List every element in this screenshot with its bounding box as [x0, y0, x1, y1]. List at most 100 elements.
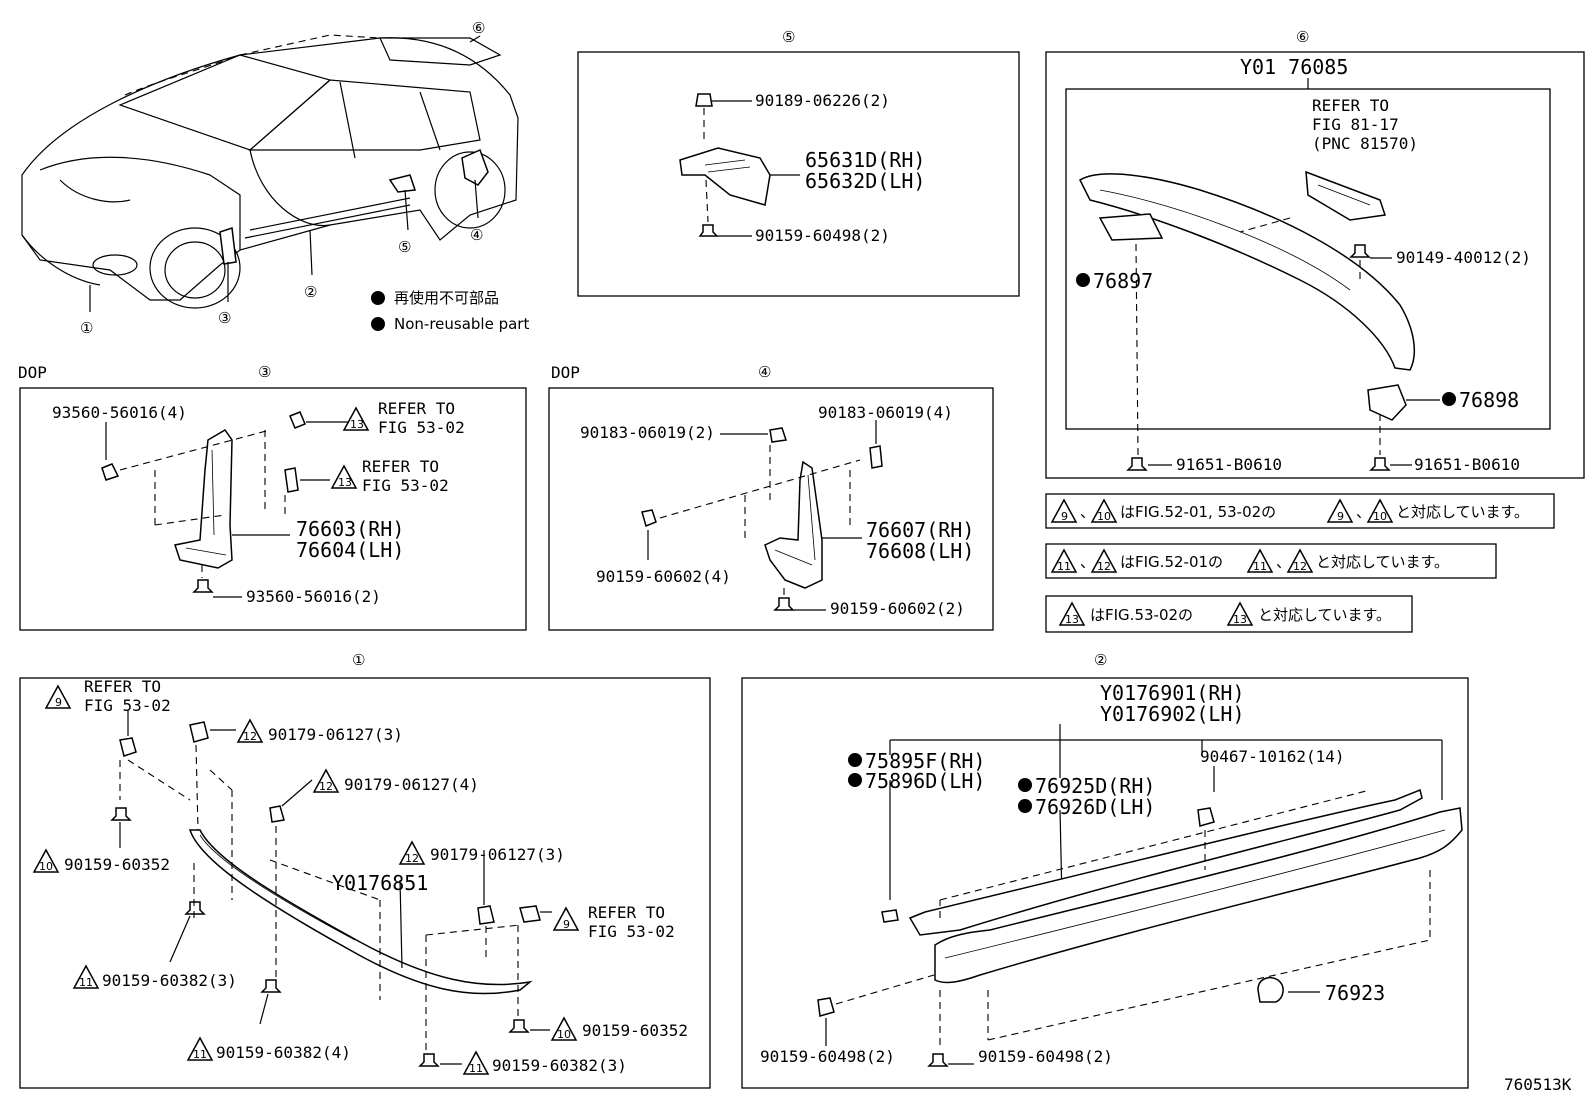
- p1-part-7: 90159-60352: [582, 1021, 688, 1040]
- legend-en: Non-reusable part: [394, 315, 529, 333]
- footer-code: 760513K: [1504, 1075, 1572, 1094]
- note2-t1: 11: [1057, 560, 1071, 573]
- p1-part-3: 90159-60352: [64, 855, 170, 874]
- triangle-9-icon: [44, 684, 72, 709]
- p2-part-2: 75896D(LH): [865, 769, 985, 793]
- callout-4: ④: [470, 226, 483, 244]
- note-3-box: [1045, 595, 1413, 633]
- p1-tri-5: 11: [79, 976, 93, 989]
- p1-refer-b-1: REFER TO: [588, 903, 665, 922]
- p1-refer-a-1: REFER TO: [84, 677, 161, 696]
- triangle-11-icon: [186, 1036, 214, 1061]
- p1-part-8: 90159-60382(3): [492, 1056, 627, 1075]
- p1-tri-1: 12: [243, 730, 257, 743]
- non-reusable-dot-icon: [1076, 273, 1090, 287]
- p4-part-2: 90183-06019(2): [580, 423, 715, 442]
- p6-refer-3: (PNC 81570): [1312, 134, 1418, 153]
- p3-refer-b-2: FIG 53-02: [362, 476, 449, 495]
- p3-dop-tag: DOP: [18, 363, 47, 382]
- p3-tri-b: 13: [338, 476, 352, 489]
- p1-refer-a-2: FIG 53-02: [84, 696, 171, 715]
- p1-tri-4: 12: [405, 852, 419, 865]
- p3-part-4: 93560-56016(2): [246, 587, 381, 606]
- p3-refer-a-1: REFER TO: [378, 399, 455, 418]
- panel4-label: ④: [758, 363, 771, 381]
- panel1-box: [19, 677, 711, 1089]
- note3-mid: はFIG.53-02の: [1090, 606, 1193, 624]
- p3-tri-a: 13: [350, 418, 364, 431]
- panel2-box: [741, 677, 1469, 1089]
- triangle-12-icon: [1286, 548, 1314, 573]
- non-reusable-dot-icon: [1442, 392, 1456, 406]
- callout-1: ①: [80, 319, 93, 337]
- p1-tri-3: 10: [39, 860, 53, 873]
- p2-part-5: 90467-10162(14): [1200, 747, 1345, 766]
- note-1-box: [1045, 493, 1555, 529]
- triangle-12-icon: [1090, 548, 1118, 573]
- triangle-10-icon: [1090, 498, 1118, 523]
- legend-jp: 再使用不可部品: [394, 289, 499, 307]
- note2-mid: はFIG.52-01の: [1120, 553, 1223, 571]
- note1-t1: 9: [1061, 510, 1068, 523]
- p1-assembly: Y0176851: [332, 871, 428, 895]
- p2-part-6: 76923: [1325, 981, 1385, 1005]
- p5-part-1: 90189-06226(2): [755, 91, 890, 110]
- p4-dop-tag: DOP: [551, 363, 580, 382]
- note2-sep2: 、: [1276, 553, 1291, 571]
- note1-t2: 10: [1097, 510, 1111, 523]
- p1-part-1: 90179-06127(3): [268, 725, 403, 744]
- triangle-13-icon: [1226, 601, 1254, 626]
- panel4-box: [548, 387, 994, 631]
- panel2-parts: [817, 724, 1463, 1067]
- p3-refer-a-2: FIG 53-02: [378, 418, 465, 437]
- p3-refer-b-1: REFER TO: [362, 457, 439, 476]
- triangle-9-icon: [1326, 498, 1354, 523]
- panel4-parts: [641, 420, 883, 611]
- note1-t4: 10: [1373, 510, 1387, 523]
- p1-part-5: 90159-60382(3): [102, 971, 237, 990]
- panel5-parts: [679, 93, 800, 237]
- non-reusable-dot-icon: [371, 317, 385, 331]
- p2-assembly-2: Y0176902(LH): [1100, 702, 1245, 726]
- p6-part-4: 91651-B0610: [1176, 455, 1282, 474]
- panel1-label: ①: [352, 651, 365, 669]
- p6-refer-2: FIG 81-17: [1312, 115, 1399, 134]
- note2-end: と対応しています。: [1316, 553, 1449, 571]
- non-reusable-dot-icon: [1018, 799, 1032, 813]
- p6-part-1: 90149-40012(2): [1396, 248, 1531, 267]
- p4-part-6: 90159-60602(2): [830, 599, 965, 618]
- triangle-12-icon: [312, 768, 340, 793]
- p4-part-1: 90183-06019(4): [818, 403, 953, 422]
- p4-part-4: 76608(LH): [866, 539, 974, 563]
- panel6-label: ⑥: [1296, 28, 1309, 46]
- p1-refer-b-2: FIG 53-02: [588, 922, 675, 941]
- panel3-box: [19, 387, 527, 631]
- triangle-13-icon: [342, 406, 370, 431]
- triangle-11-icon: [72, 964, 100, 989]
- callout-5: ⑤: [398, 238, 411, 256]
- triangle-10-icon: [1366, 498, 1394, 523]
- triangle-12-icon: [398, 840, 426, 865]
- note2-t2: 12: [1097, 560, 1111, 573]
- panel3-parts: [101, 411, 352, 598]
- note1-sep2: 、: [1356, 503, 1371, 521]
- triangle-11-icon: [1050, 548, 1078, 573]
- p2-part-3: 76925D(RH): [1035, 774, 1155, 798]
- panel6-box: [1045, 51, 1585, 479]
- p5-part-4: 90159-60498(2): [755, 226, 890, 245]
- panel5-box: [577, 51, 1020, 297]
- note1-mid: はFIG.52-01, 53-02の: [1120, 503, 1276, 521]
- triangle-13-icon: [1058, 601, 1086, 626]
- non-reusable-dot-icon: [848, 753, 862, 767]
- p2-part-1: 75895F(RH): [865, 749, 985, 773]
- note-2-box: [1045, 543, 1497, 579]
- note2-t4: 12: [1293, 560, 1307, 573]
- p4-part-5: 90159-60602(4): [596, 567, 731, 586]
- note3-t1: 13: [1065, 613, 1079, 626]
- p6-refer-1: REFER TO: [1312, 96, 1389, 115]
- triangle-11-icon: [1246, 548, 1274, 573]
- panel2-label: ②: [1094, 651, 1107, 669]
- p3-part-1: 93560-56016(4): [52, 403, 187, 422]
